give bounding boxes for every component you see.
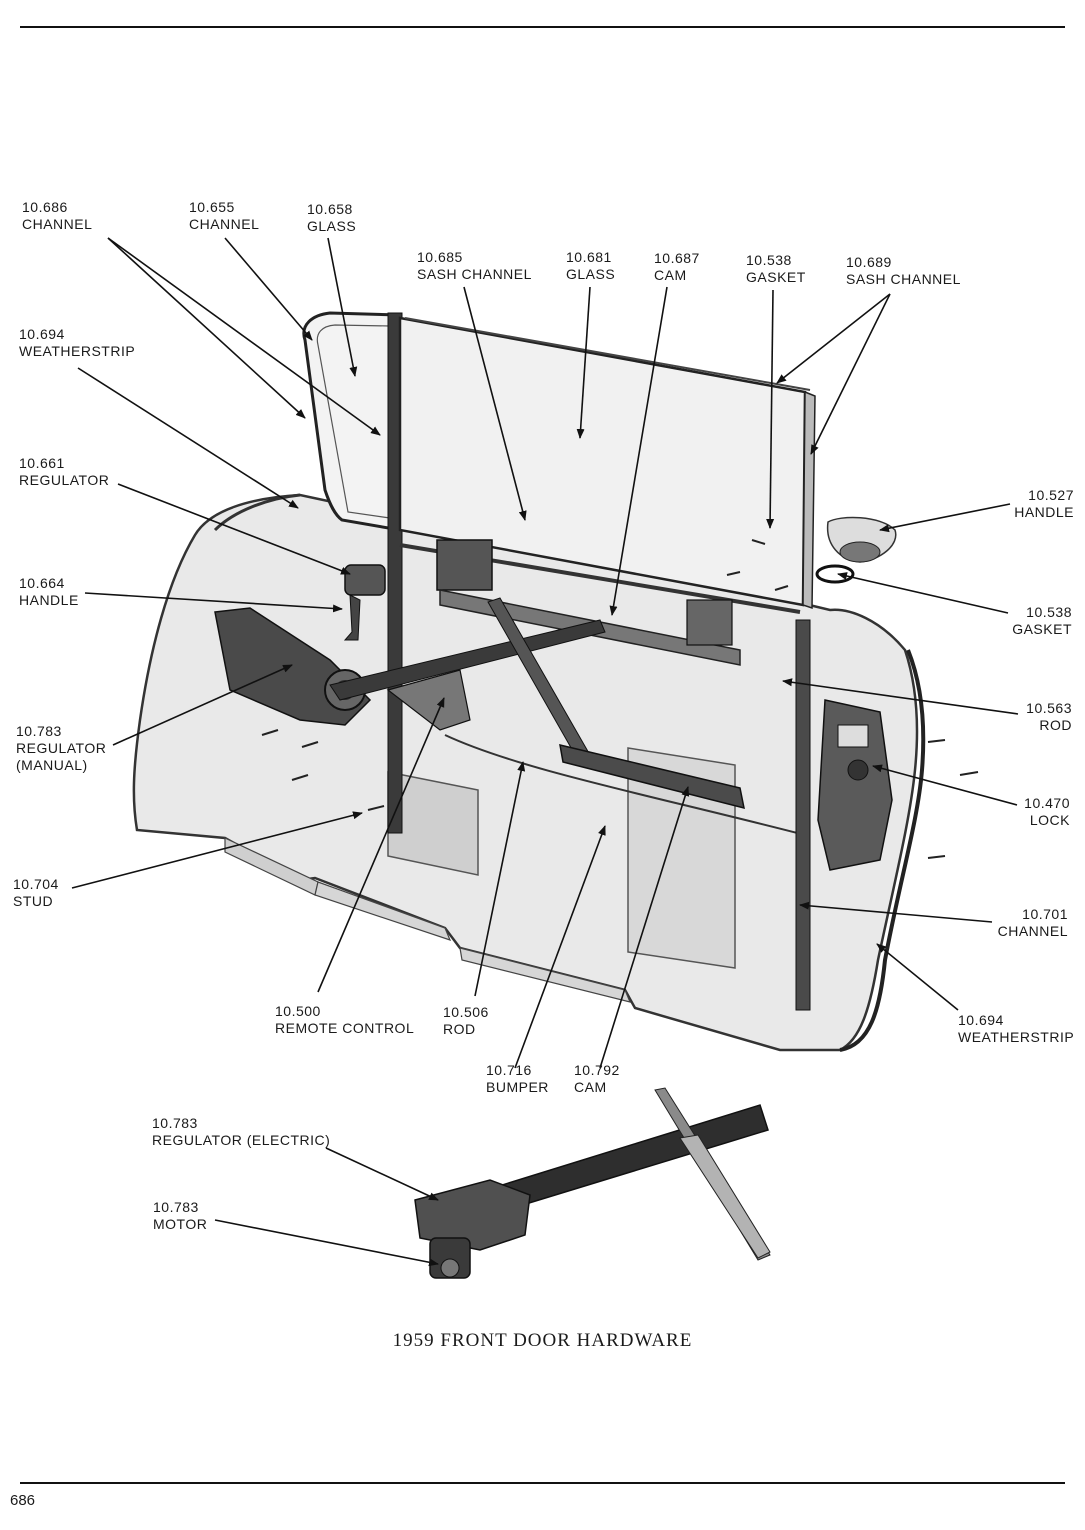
electric-regulator-assembly: [414, 1087, 771, 1279]
bottom-rule: [20, 1482, 1065, 1484]
regulator-handle: [343, 564, 386, 641]
top-rule: [20, 26, 1065, 28]
figure-caption: 1959 FRONT DOOR HARDWARE: [392, 1330, 693, 1351]
outside-handle-and-gasket: [815, 516, 897, 584]
leader-lines: [71, 237, 1019, 1267]
remote-control-rod: [444, 734, 806, 836]
screws: [261, 539, 979, 859]
lock-assembly: [795, 619, 893, 1011]
page-number: 686: [10, 1492, 36, 1509]
